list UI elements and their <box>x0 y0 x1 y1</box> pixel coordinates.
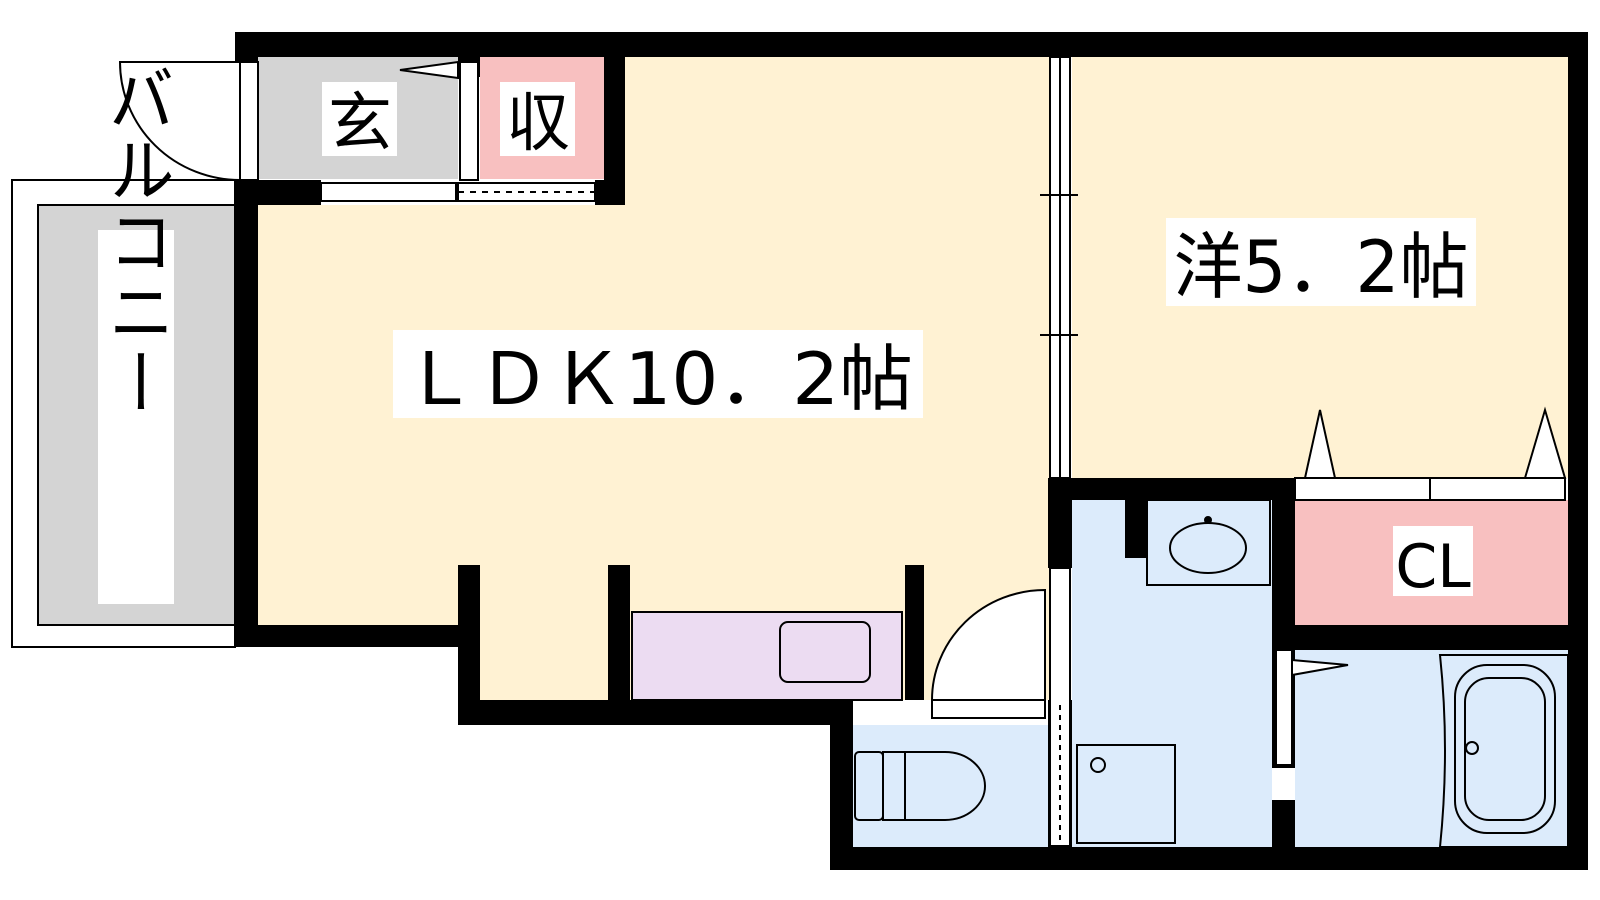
entrance-label-group: 玄 <box>322 82 397 161</box>
wall-closet-bottom <box>1272 625 1588 650</box>
wall-storage-right <box>604 57 625 205</box>
entrance-label: 玄 <box>328 87 392 161</box>
wall-wash-block <box>1125 500 1147 558</box>
kitchen-counter <box>631 611 903 701</box>
walls <box>235 32 1588 870</box>
wall-stub-right <box>905 565 924 700</box>
bathroom-area <box>1295 650 1568 847</box>
closet-label: CL <box>1395 532 1471 602</box>
ldk-alcove <box>480 565 625 700</box>
toilet-door <box>930 588 1046 719</box>
wall-right <box>1568 32 1588 870</box>
balcony-label: バルコニー <box>98 63 175 418</box>
wall-stub-kitchen <box>608 565 630 700</box>
western-room-label-group: 洋5．2帖 <box>1166 218 1476 309</box>
western-room-label: 洋5．2帖 <box>1174 225 1469 309</box>
washbasin-icon <box>1146 499 1271 586</box>
balcony-frame <box>11 179 236 648</box>
closet-label-group: CL <box>1393 526 1473 602</box>
washroom-door <box>1049 567 1071 847</box>
toilet-area <box>853 725 1048 847</box>
wall-toilet-left <box>830 700 853 870</box>
storage-label: 収 <box>506 87 570 161</box>
closet-doors <box>1294 406 1567 501</box>
ldk-label-group: ＬＤＫ10．2帖 <box>393 330 923 421</box>
washing-machine-icon <box>1076 744 1176 844</box>
wall-storage-bottom <box>595 180 625 205</box>
washroom-area <box>1072 500 1272 847</box>
storage-label-group: 収 <box>500 82 575 161</box>
entrance-door <box>118 61 259 182</box>
wall-western-bottom <box>1048 478 1298 500</box>
toilet-icon <box>854 751 986 821</box>
entrance-storage-door <box>320 60 596 202</box>
wall-bottom <box>830 847 1588 870</box>
wall-top <box>235 32 1588 57</box>
ldk-label: ＬＤＫ10．2帖 <box>403 337 913 421</box>
balcony-label-group: バルコニー <box>98 63 175 604</box>
bathroom-door <box>1275 649 1349 766</box>
wall-entrance-bottom <box>258 180 321 205</box>
wall-left <box>235 180 258 647</box>
wall-ldk-bottom <box>458 700 853 725</box>
sliding-partition <box>1040 56 1078 479</box>
wall-wash-closet-lower <box>1272 800 1295 870</box>
wall-left-bottom <box>235 625 480 647</box>
kitchen-sink-icon <box>779 621 871 683</box>
bathtub-icon <box>1438 654 1569 848</box>
wall-entrance-left <box>235 32 258 62</box>
